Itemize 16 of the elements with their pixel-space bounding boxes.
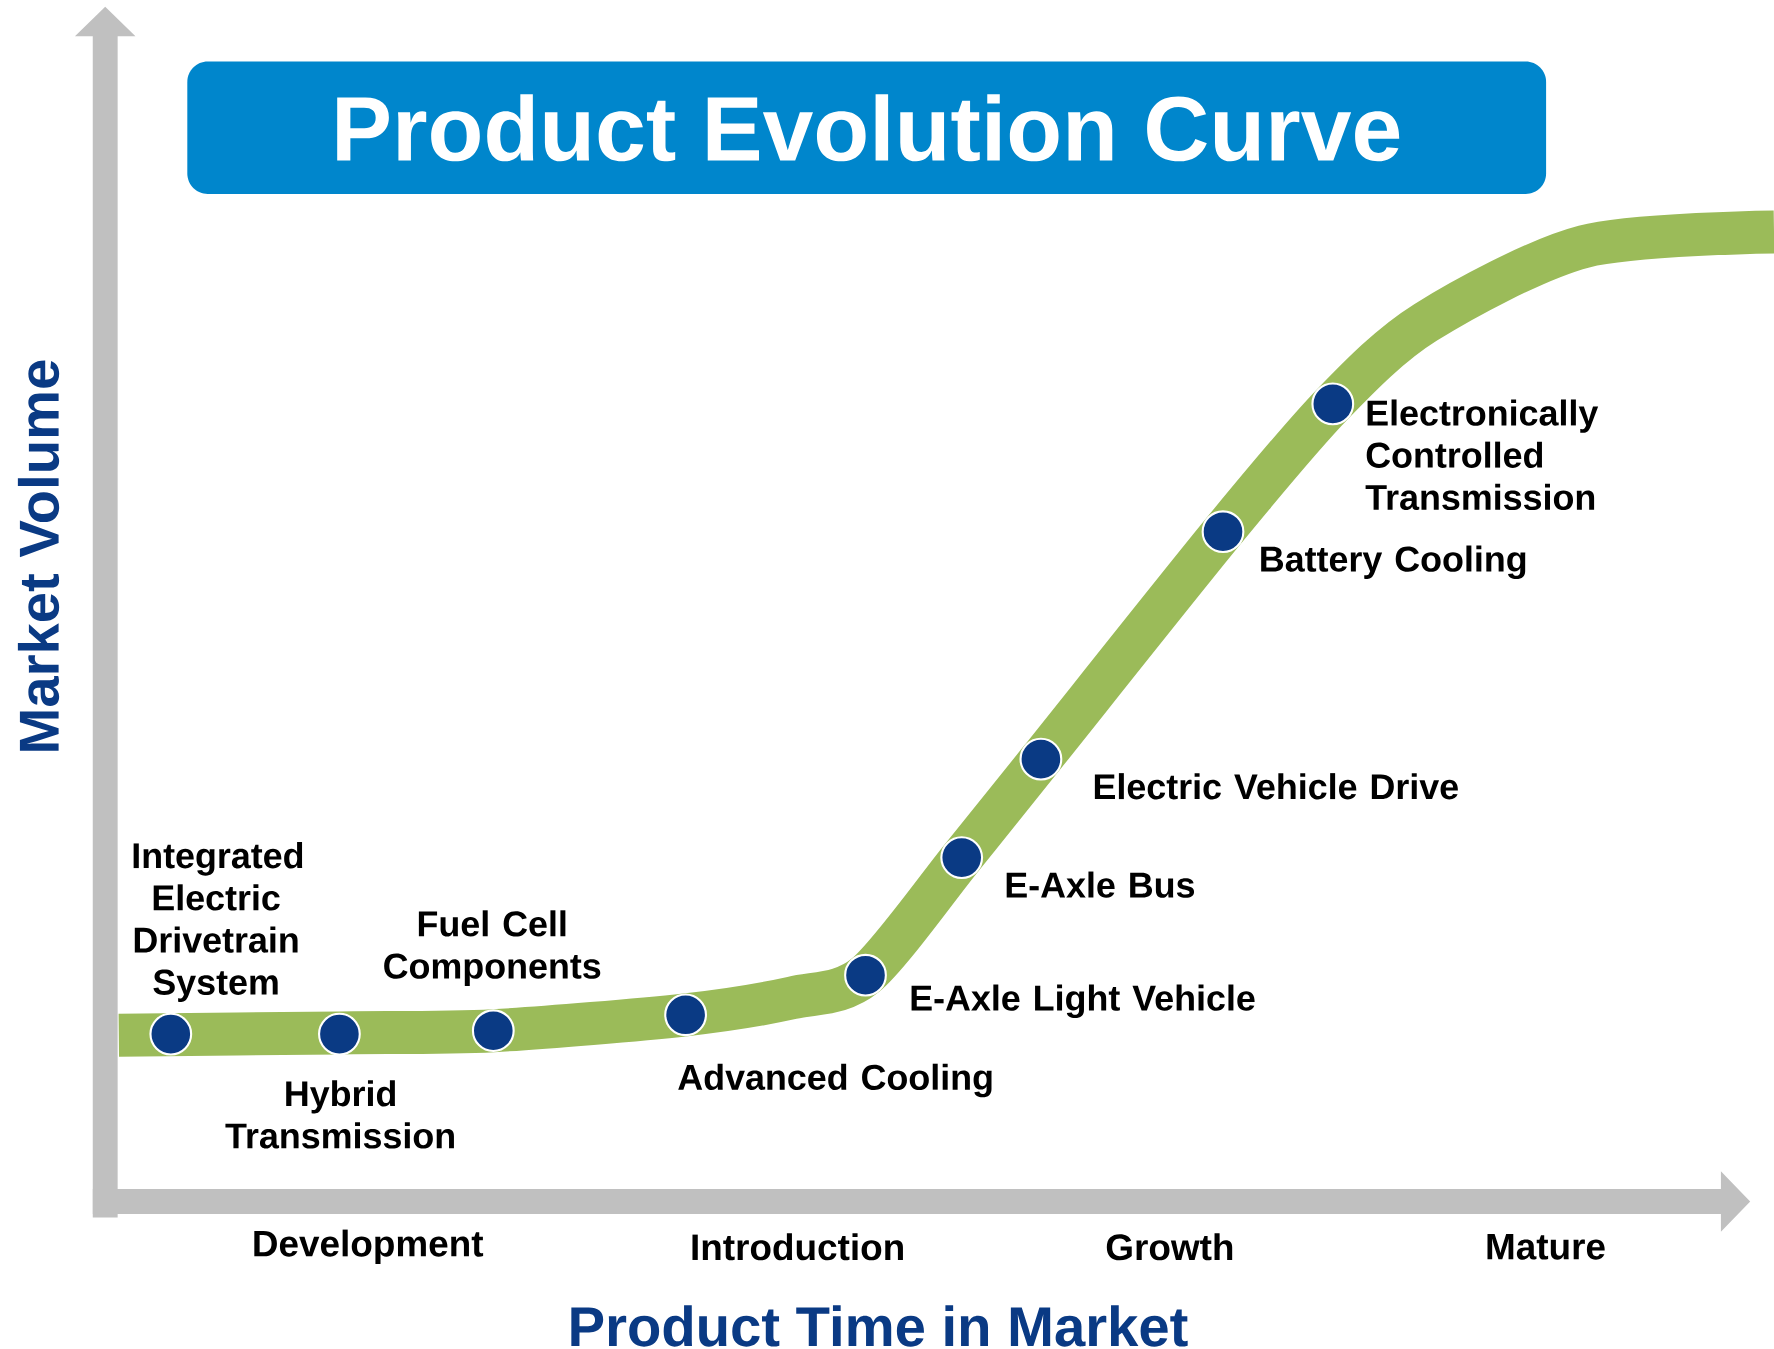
milestone-label: E-Axle Bus — [1006, 871, 1195, 899]
axis-title: Product Time in Market — [571, 1305, 1188, 1347]
milestone-label: Fuel Cell Components — [384, 910, 601, 987]
title-banner: Product Evolution Curve — [187, 61, 1547, 195]
milestone-label: Electric Vehicle Drive — [1094, 773, 1458, 800]
milestone-label: Hybrid Transmission — [225, 1080, 454, 1149]
stage-label: Development — [254, 1229, 484, 1265]
milestone-label: Electronically Controlled Transmission — [1365, 399, 1599, 511]
milestone-label: E-Axle Light Vehicle — [911, 984, 1255, 1019]
milestone-label: Integrated Electric Drivetrain System — [133, 842, 303, 1003]
stage-label: Growth — [1106, 1233, 1233, 1261]
axis-title: Market Volume — [17, 360, 60, 751]
milestone-label: Advanced Cooling — [678, 1063, 992, 1098]
stage-label: Mature — [1487, 1234, 1605, 1260]
stage-label: Introduction — [692, 1233, 903, 1261]
milestone-label: Battery Cooling — [1261, 545, 1526, 580]
